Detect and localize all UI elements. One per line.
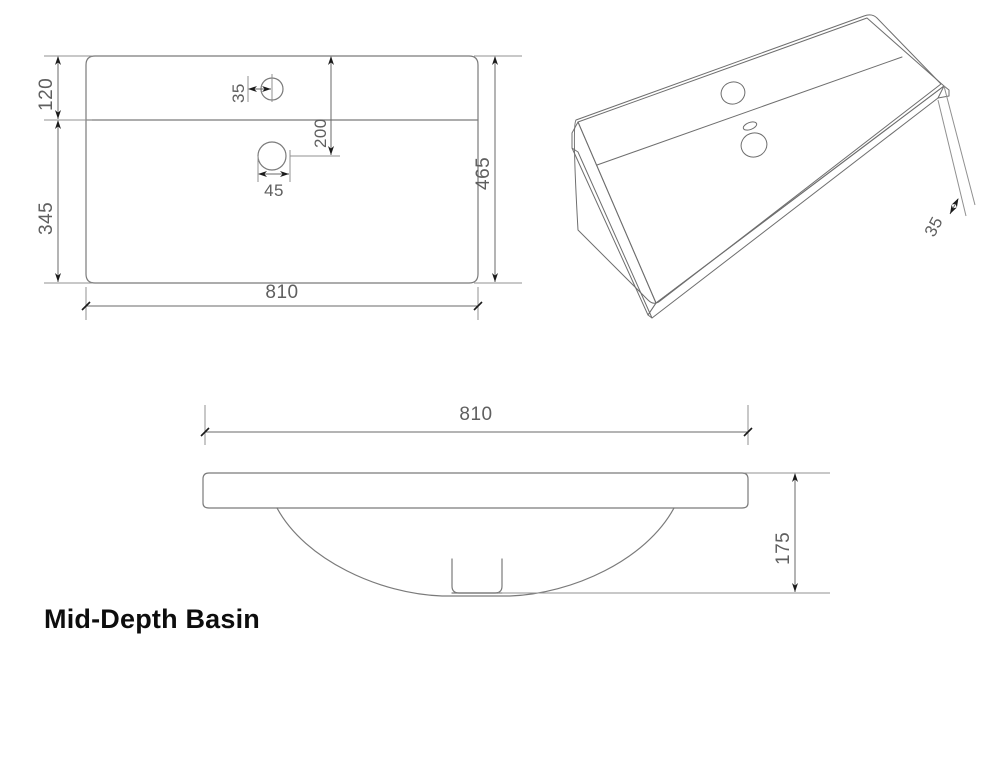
plan-dim-35: 35 [229,74,273,103]
iso-right-edge-face [937,85,950,99]
plan-view-group: 35 45 200 120 [36,55,522,320]
iso-dim-35: 35 [921,85,976,240]
plan-dim-810: 810 [81,282,483,320]
iso-tap-hole-upper [720,81,746,105]
plan-dim-120-text: 120 [36,78,57,111]
iso-ledge-line [596,56,903,166]
plan-dim-200: 200 [290,56,340,157]
iso-dim-35-text: 35 [921,214,947,240]
plan-dim-465: 465 [473,55,522,284]
plan-dim-345: 345 [36,120,92,284]
section-dim-810: 810 [200,404,753,445]
plan-dim-120: 120 [36,55,92,121]
iso-left-side-face [571,121,657,316]
plan-dim-35-text: 35 [229,83,248,103]
plan-tap-hole [257,141,287,171]
plan-basin-outline [85,55,479,284]
iso-overflow-hole [742,121,758,131]
iso-front-face [647,85,945,319]
section-dim-175: 175 [498,472,830,594]
isometric-view-group: 35 [571,14,976,319]
section-dim-810-text: 810 [459,404,492,425]
section-drain-outlet [451,558,503,594]
section-top-slab [202,472,749,509]
plan-dim-810-text: 810 [265,282,298,303]
plan-dim-465-text: 465 [473,157,494,190]
drawing-title: Mid-Depth Basin [44,604,260,634]
iso-bottom-rim-edge [571,147,653,319]
iso-top-surface [577,17,945,304]
plan-dim-45: 45 [257,150,291,200]
iso-top-face [573,14,942,304]
plan-dim-345-text: 345 [36,202,57,235]
plan-dim-200-text: 200 [311,118,330,148]
section-view-group: 810 175 [200,404,830,597]
iso-tap-hole-lower [740,132,768,158]
section-bowl-curve [276,507,675,597]
section-dim-175-text: 175 [773,532,794,565]
plan-dim-45-text: 45 [264,181,284,200]
